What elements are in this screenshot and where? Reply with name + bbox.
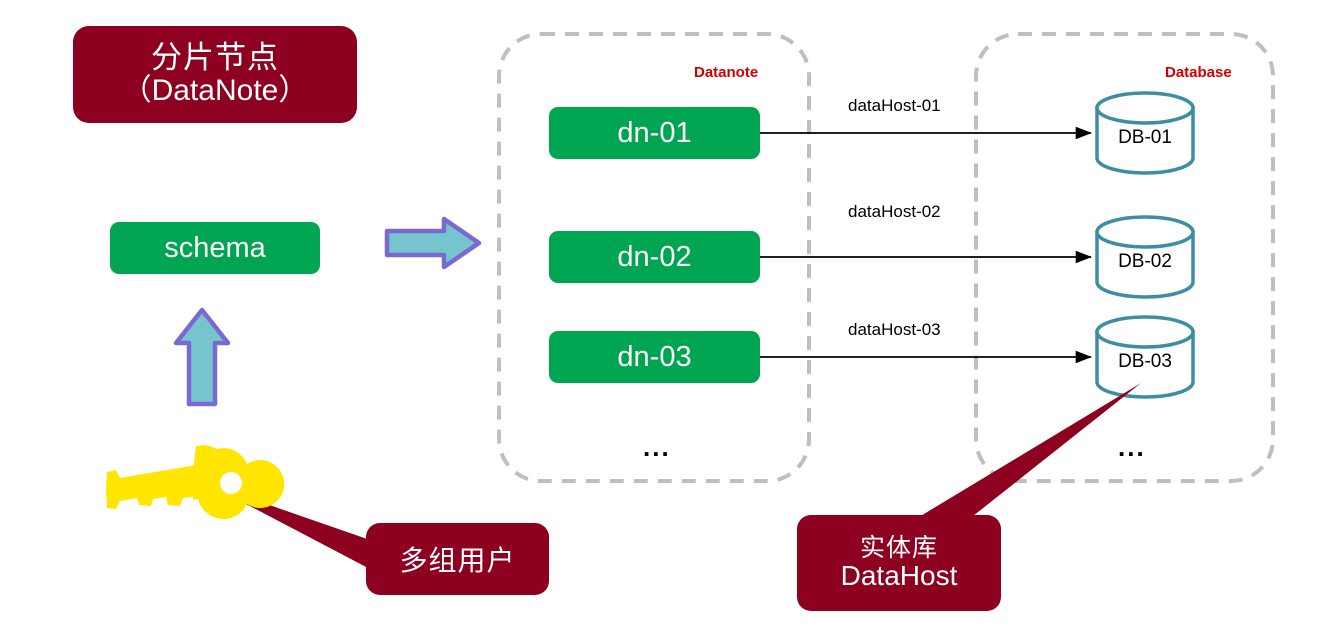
datanote-node-label: dn-03	[617, 340, 692, 373]
datanote-node-label: dn-01	[617, 116, 692, 149]
datanote-more-indicator: ...	[643, 432, 671, 462]
db-cylinder-2	[1095, 215, 1195, 299]
callout-datahost-line-2: DataHost	[840, 560, 958, 592]
datanote-node-dn-01[interactable]: dn-01	[549, 107, 760, 159]
schema-label: schema	[164, 231, 266, 264]
db-cylinder-3	[1095, 315, 1195, 399]
schema-box[interactable]: schema	[110, 222, 320, 274]
block-arrow-up-shape	[173, 307, 231, 407]
edge-label-datahost-03: dataHost-03	[848, 320, 941, 339]
db-label-03: DB-03	[1118, 351, 1172, 372]
datanote-node-dn-02[interactable]: dn-02	[549, 231, 760, 283]
panel-label-database: Database	[1165, 64, 1232, 81]
title-line-1: 分片节点	[151, 40, 279, 77]
callout-datahost: 实体库 DataHost	[797, 515, 1001, 611]
title-callout: 分片节点 （DataNote）	[73, 26, 357, 123]
callout-users-label: 多组用户	[399, 544, 516, 577]
callout-tail-users	[206, 483, 370, 568]
db-cylinder-1	[1095, 91, 1195, 175]
db-label-02: DB-02	[1118, 251, 1172, 272]
panel-label-datanote: Datanote	[694, 64, 759, 81]
datanote-node-label: dn-02	[617, 240, 692, 273]
panel-database-border	[974, 32, 1275, 483]
callout-tail-datahost	[914, 383, 1141, 520]
datanote-node-dn-03[interactable]: dn-03	[549, 331, 760, 383]
title-line-2: （DataNote）	[121, 74, 309, 108]
db-label-01: DB-01	[1118, 127, 1172, 148]
callout-users: 多组用户	[366, 523, 549, 595]
edge-label-datahost-01: dataHost-01	[848, 96, 941, 115]
block-arrow-right-icon	[384, 216, 482, 270]
key-icon	[106, 445, 285, 520]
callout-datahost-line-1: 实体库	[859, 532, 938, 562]
database-more-indicator: ...	[1118, 432, 1146, 462]
edge-label-datahost-02: dataHost-02	[848, 202, 941, 221]
